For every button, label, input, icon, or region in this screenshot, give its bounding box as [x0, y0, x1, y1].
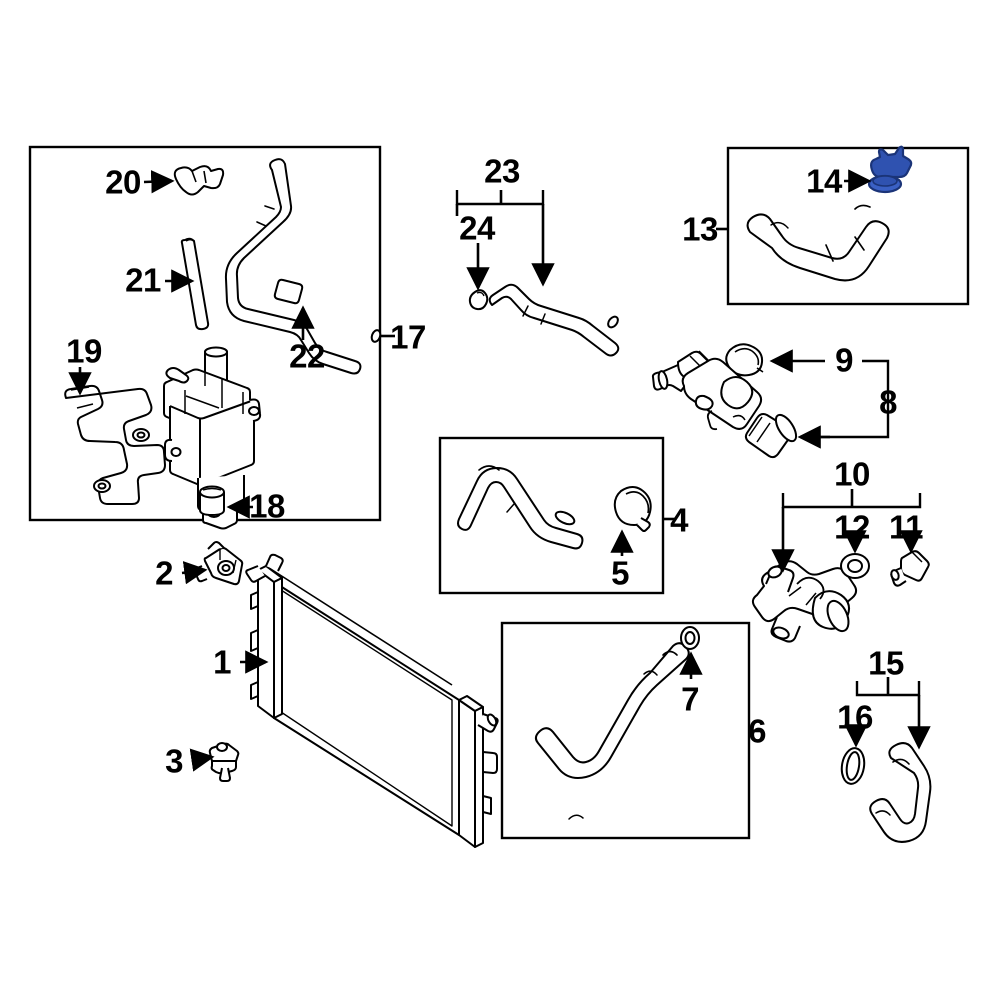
part-hose-clamp-5	[613, 486, 652, 532]
upper-hose-group-box	[438, 436, 665, 595]
part-radiator-sensor	[193, 541, 244, 586]
callout-7[interactable]: 7	[681, 680, 699, 718]
callout-16[interactable]: 16	[837, 698, 873, 736]
part-heater-hose-oring	[840, 747, 866, 785]
part-reservoir-hose	[224, 158, 382, 375]
callout-12[interactable]: 12	[834, 508, 870, 546]
part-coolant-reservoir	[163, 346, 262, 530]
callout-5[interactable]: 5	[611, 554, 629, 592]
callout-3[interactable]: 3	[165, 742, 183, 780]
part-coolant-hose-13	[746, 204, 890, 282]
part-hose-clamp-selected[interactable]	[867, 145, 913, 194]
callout-6[interactable]: 6	[748, 712, 766, 750]
callout-11[interactable]: 11	[889, 508, 923, 546]
callout-1[interactable]: 1	[213, 643, 231, 681]
callout-24[interactable]: 24	[459, 209, 495, 247]
part-oring-7	[680, 626, 700, 650]
callout-4[interactable]: 4	[670, 501, 688, 539]
clamp-body-upper[interactable]	[870, 145, 913, 179]
callout-22[interactable]: 22	[289, 337, 325, 375]
callout-19[interactable]: 19	[66, 332, 102, 370]
part-overflow-hose	[488, 283, 620, 357]
callout-23[interactable]: 23	[484, 152, 520, 190]
callout-17[interactable]: 17	[390, 318, 426, 356]
part-reservoir-bracket	[64, 384, 166, 505]
leader-lines	[68, 169, 931, 772]
part-thermostat-housing	[751, 560, 858, 643]
callout-14[interactable]: 14	[806, 162, 842, 200]
part-upper-radiator-hose	[457, 465, 584, 550]
callout-9[interactable]: 9	[835, 341, 853, 379]
part-overflow-clip	[468, 289, 489, 311]
part-hose-connector	[173, 165, 225, 196]
part-vent-tube	[180, 237, 210, 331]
callout-15[interactable]: 15	[868, 644, 904, 682]
part-gasket-seal	[725, 343, 764, 377]
clamp-ring-inner	[872, 175, 898, 187]
callout-20[interactable]: 20	[105, 163, 141, 201]
coolant-hose-group-box	[726, 146, 970, 306]
callout-13[interactable]: 13	[682, 210, 718, 248]
part-reservoir-cap	[199, 485, 225, 517]
callout-18[interactable]: 18	[249, 487, 285, 525]
callout-10[interactable]: 10	[834, 455, 870, 493]
part-thermostat-gasket	[840, 553, 870, 579]
part-drain-plug	[208, 742, 240, 782]
part-water-inlet-pipe	[651, 350, 798, 459]
part-radiator	[245, 553, 499, 848]
callout-2[interactable]: 2	[155, 554, 173, 592]
callout-21[interactable]: 21	[125, 261, 161, 299]
callout-8[interactable]: 8	[879, 383, 897, 421]
